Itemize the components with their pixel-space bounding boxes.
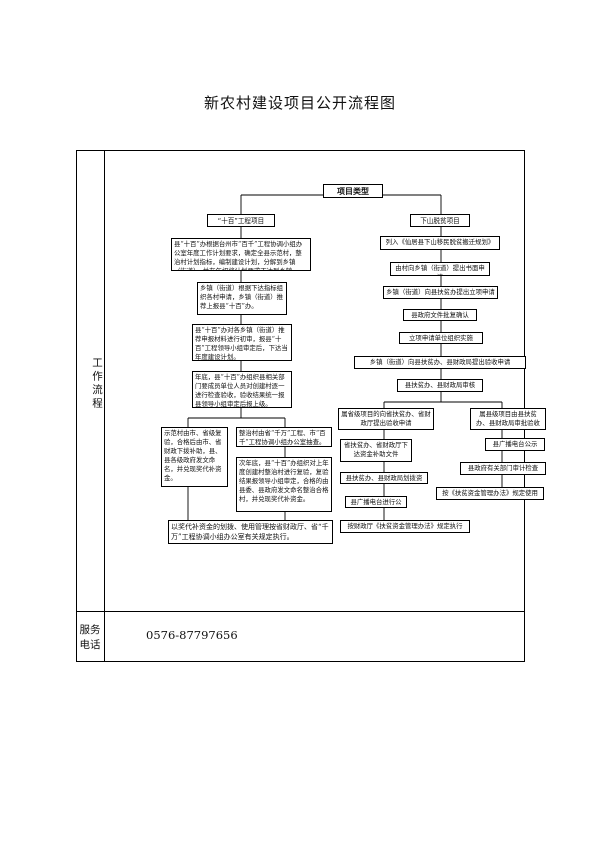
flow-right-step: 按财政厅《扶贫资金管理办法》规定执行 (340, 520, 470, 533)
flow-right-step: 县广播电台进行公示 (345, 496, 407, 508)
flow-right-step: 乡镇（街道）向县扶贫办、县财政局提出验收申请 (354, 356, 526, 369)
flow-right-step: 由村向乡镇（街道）提出书面申请 (390, 262, 490, 276)
flow-left-step: 以奖代补资金的划拨、使用管理按省财政厅、省“千万”工程协调小组办公室有关规定执行… (168, 520, 333, 544)
flow-right-step: 县扶贫办、县财政局划拨资金 (340, 472, 428, 484)
flow-left-step: 县“十百”办根据台州市“百千”工程协调小组办公室年度工作计划要求，确定全县示范村… (171, 238, 311, 271)
flow-left-step: 示范村由市、省级复验，合格后由市、省财政下拨补助，县、县各级政府发文命名，并兑现… (161, 427, 228, 487)
page-title: 新农村建设项目公开流程图 (203, 94, 396, 112)
flow-right-step: 列入《仙居县下山移民脱贫搬迁规划》 (380, 236, 500, 250)
service-phone-text: 服务电话 (79, 624, 101, 651)
work-process-label: 工作流程 (91, 357, 103, 411)
flow-root: 项目类型 (323, 184, 383, 198)
flow-right-step: 省扶贫办、省财政厅下达资金补助文件 (340, 439, 412, 462)
flow-right-step: 县扶贫办、县财政局审核 (397, 379, 483, 392)
service-phone-label: 服务电话 (76, 623, 104, 653)
column-divider (104, 150, 106, 662)
flow-right-step: 县政府有关部门审计检查 (460, 462, 546, 475)
flow-left-step: 次年底，县“十百”办组织对上年度创建村整治村进行复验，复验结果报领导小组审定，合… (236, 457, 332, 512)
flow-right-step: 县广播电台公示 (485, 438, 545, 451)
phone-number: 0576-87797656 (146, 628, 238, 642)
flow-right-head: 下山脱贫项目 (410, 214, 470, 227)
flow-right-step: 立项申请单位组织实施 (399, 332, 483, 344)
flow-right-step: 按《扶贫资金管理办法》规定使用 (436, 487, 544, 500)
flow-left-step: 整治村由省“千万”工程、市“百千”工程协调小组办公室抽查。 (236, 427, 332, 447)
flow-right-step: 属省级项目的向省扶贫办、省财政厅提出验收申请 (338, 408, 434, 430)
flow-right-step: 县政府文件批复确认 (403, 309, 477, 321)
flow-left-step: 乡镇（街道）根据下达指标组织各村申请，乡镇（街道）推荐上报县“十百”办。 (197, 282, 287, 315)
flow-left-step: 年底，县“十百”办组织县相关部门要成员单位人员对创建村逐一进行检查验收，验收结果… (192, 371, 292, 408)
flow-right-step: 乡镇（街道）向县扶贫办提出立项申请 (383, 286, 498, 299)
flow-left-head: “十百”工程项目 (207, 214, 275, 227)
form-table (76, 150, 525, 662)
flow-right-step: 属县级项目由县扶贫办、县财政局审批验收 (470, 408, 546, 430)
row-divider (76, 611, 525, 613)
flow-left-step: 县“十百”办对各乡镇（街道）推荐申报材料进行初审，报县“十百”工程领导小组审定后… (192, 324, 292, 361)
